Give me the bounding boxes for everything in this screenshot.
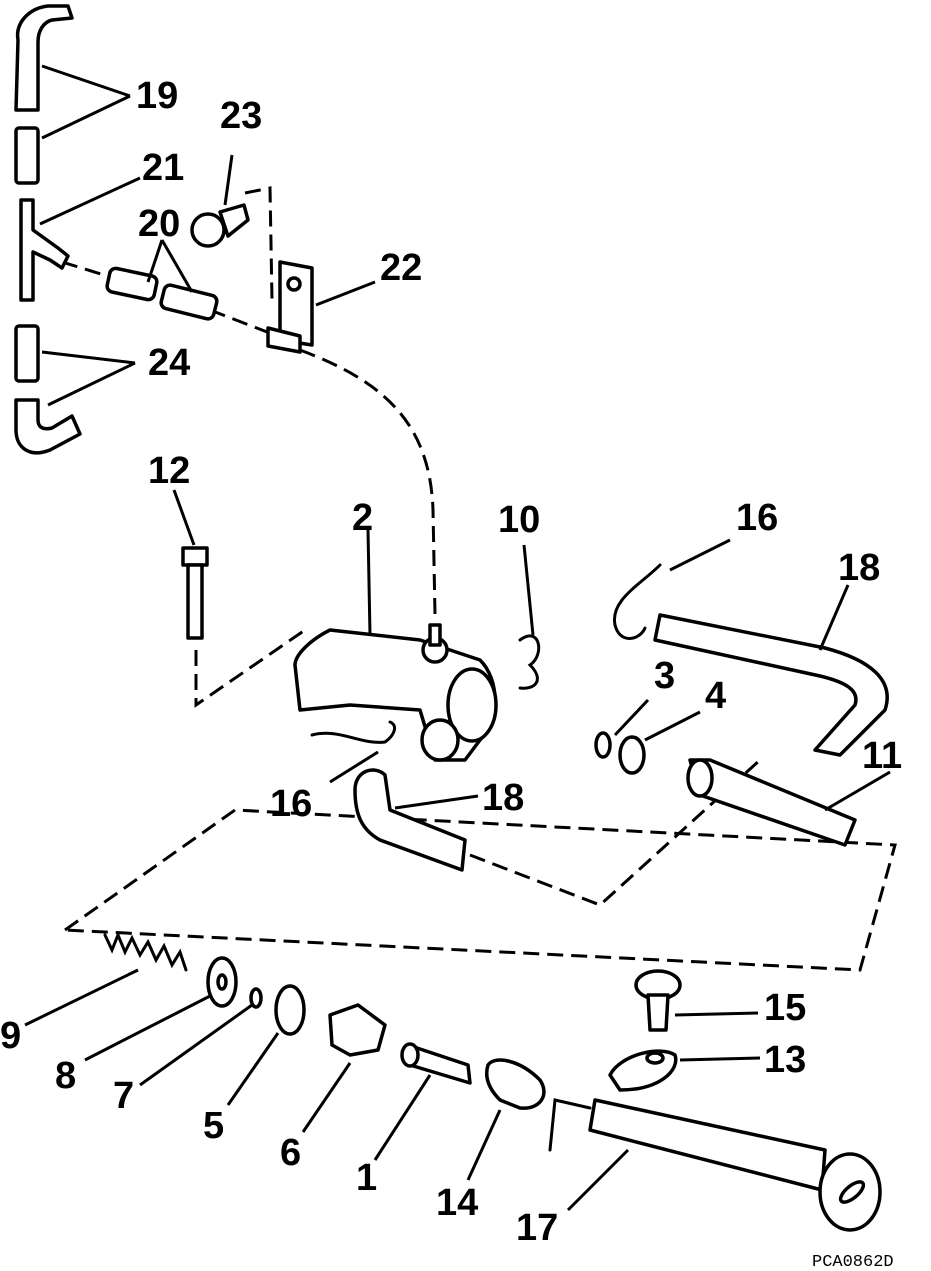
callout-4: 4	[705, 675, 726, 717]
cam-6	[328, 1003, 387, 1057]
callout-9: 9	[0, 1015, 21, 1057]
clip-16-left	[310, 720, 397, 744]
callout-22: 22	[380, 247, 422, 289]
callout-21: 21	[142, 147, 184, 189]
callout-8: 8	[55, 1055, 76, 1097]
callout-20: 20	[138, 203, 180, 245]
hose-18-upper	[653, 613, 889, 757]
callout-18-mid: 18	[482, 777, 524, 819]
callout-16-mid: 16	[270, 783, 312, 825]
hose-20	[105, 266, 219, 321]
callout-10: 10	[498, 499, 540, 541]
washer-8	[206, 956, 238, 1008]
callout-17: 17	[516, 1207, 558, 1249]
o-ring-7	[249, 987, 263, 1009]
spring-9	[103, 931, 188, 972]
leader-lines	[24, 64, 891, 1212]
callout-3: 3	[654, 655, 675, 697]
callout-7: 7	[113, 1075, 134, 1117]
screw-23	[190, 203, 250, 248]
callout-5: 5	[203, 1105, 224, 1147]
pin-1	[400, 1042, 472, 1085]
o-ring-5	[274, 984, 306, 1036]
bolt-12	[181, 546, 209, 640]
housing-2	[293, 623, 498, 762]
clamp-22	[266, 260, 314, 354]
hose-18-lower	[353, 768, 467, 872]
plate-13	[608, 1049, 678, 1092]
callout-1: 1	[356, 1157, 377, 1199]
handle-17	[548, 1098, 882, 1232]
o-ring-3	[594, 731, 612, 759]
callout-23: 23	[220, 95, 262, 137]
o-ring-4	[618, 735, 646, 775]
callout-14: 14	[436, 1182, 478, 1224]
hose-19	[14, 4, 74, 185]
callout-15: 15	[764, 987, 806, 1029]
hose-24	[14, 324, 82, 455]
callout-19: 19	[136, 75, 178, 117]
callout-16-top: 16	[736, 497, 778, 539]
screw-15	[634, 969, 682, 1032]
shaft-11	[686, 758, 857, 847]
knob-14	[485, 1058, 546, 1110]
callout-12: 12	[148, 450, 190, 492]
clip-16-right	[613, 563, 662, 640]
clip-10	[518, 634, 541, 690]
callout-24: 24	[148, 342, 190, 384]
callout-2: 2	[352, 497, 373, 539]
fitting-21	[19, 198, 70, 302]
callout-13: 13	[764, 1039, 806, 1081]
callout-11: 11	[862, 735, 902, 777]
callout-6: 6	[280, 1132, 301, 1174]
callout-labels: 19 23 21 20 22 24 12 2 10 16 18 3 4 11 1…	[0, 75, 902, 1249]
callout-18-top: 18	[838, 547, 880, 589]
diagram-code: PCA0862D	[812, 1253, 894, 1271]
